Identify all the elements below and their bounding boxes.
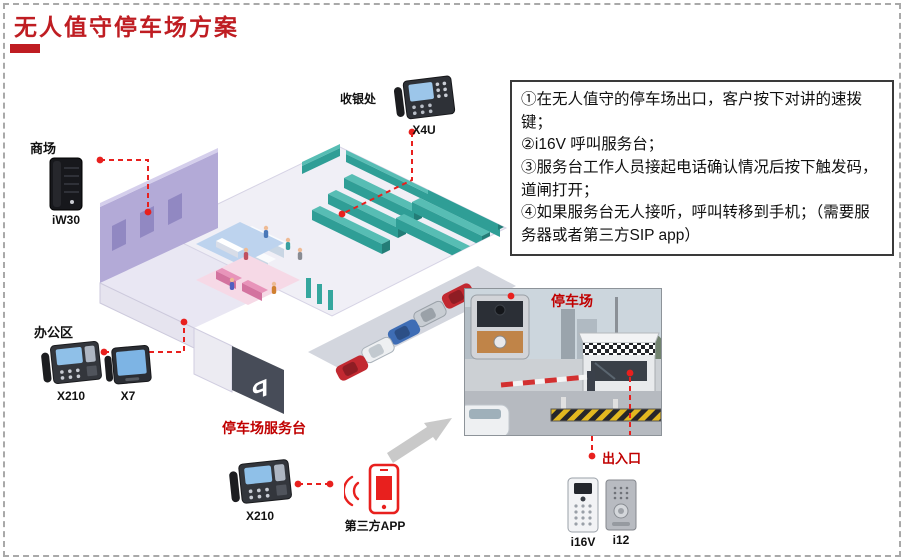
mall-speaker-device: iW30 (46, 156, 86, 227)
mall-label: 商场 (30, 141, 57, 156)
instruction-step-4: ④如果服务台无人接听，呼叫转移到手机；（需要服务器或者第三方SIP app） (521, 204, 870, 244)
instruction-step-3: ③服务台工作人员接起电话确认情况后按下触发码，道闸打开； (521, 158, 878, 199)
parking-label: 停车场 (551, 293, 593, 309)
cashier-label: 收银处 (340, 92, 377, 106)
instructions-box: ①在无人值守的停车场出口，客户按下对讲的速拨键； ②i16V 呼叫服务台； ③服… (510, 80, 894, 257)
bollard (613, 399, 618, 413)
service-desk-phone-device: X210 (228, 456, 292, 523)
entrance-gates (306, 278, 333, 310)
service-desk-label: 停车场服务台 (222, 420, 306, 436)
smartphone-sip-icon (344, 463, 400, 515)
parking-sign-letter: P (252, 374, 268, 407)
device-model: X4U (412, 123, 436, 137)
parking-photo: 停车场 (464, 288, 662, 436)
intercom-i12-icon (605, 479, 637, 531)
device-model: iW30 (51, 213, 80, 227)
door-station-2-device: i12 (604, 478, 638, 547)
building-illustration: P (99, 144, 516, 414)
desk-phone-icon (229, 459, 292, 504)
toll-booth (578, 332, 660, 394)
office-phone-2-device: X7 (104, 342, 152, 403)
device-model: X7 (120, 389, 136, 403)
app-label: 第三方APP (344, 519, 406, 533)
device-model: X210 (245, 509, 275, 523)
instruction-step-1: ①在无人值守的停车场出口，客户按下对讲的速拨键； (521, 91, 863, 131)
striped-curb (550, 408, 661, 422)
arrow-to-photo-icon (387, 418, 452, 463)
device-model: i16V (570, 535, 596, 549)
door-station-1-device: i16V (566, 476, 600, 549)
gate-label: 出入口 (602, 451, 642, 466)
office-label: 办公区 (34, 325, 74, 340)
page-title: 无人值守停车场方案 (14, 15, 239, 40)
red-connectors (100, 132, 593, 485)
desk-phone-icon (393, 75, 456, 120)
title-underline (10, 44, 40, 53)
desk-phone-icon (41, 340, 102, 384)
shelf-rows (312, 174, 506, 262)
third-party-app-device: 第三方APP (344, 462, 406, 534)
device-model: i12 (612, 533, 630, 547)
parking-cars (335, 283, 475, 381)
office-zone (196, 222, 284, 265)
bollard (561, 397, 566, 413)
barrier-gate (500, 371, 595, 395)
connector-dots (96, 128, 596, 488)
speaker-icon (49, 157, 83, 211)
parking-sign-wall: P (232, 346, 284, 414)
office-phone-1-device: X210 (40, 338, 102, 403)
touchscreen-phone-icon (104, 344, 152, 385)
front-wall (193, 327, 233, 393)
lavender-wall (100, 148, 218, 283)
cashier-phone-device: X4U (392, 74, 456, 137)
people-figures (229, 225, 303, 294)
intercom-i16v-icon (567, 477, 599, 533)
white-car (465, 404, 510, 435)
outdoor-intercom (470, 294, 530, 360)
parking-scene (465, 289, 661, 435)
photo-connectors (507, 292, 634, 435)
device-model: X210 (56, 389, 86, 403)
instruction-step-2: ②i16V 呼叫服务台； (521, 136, 664, 154)
